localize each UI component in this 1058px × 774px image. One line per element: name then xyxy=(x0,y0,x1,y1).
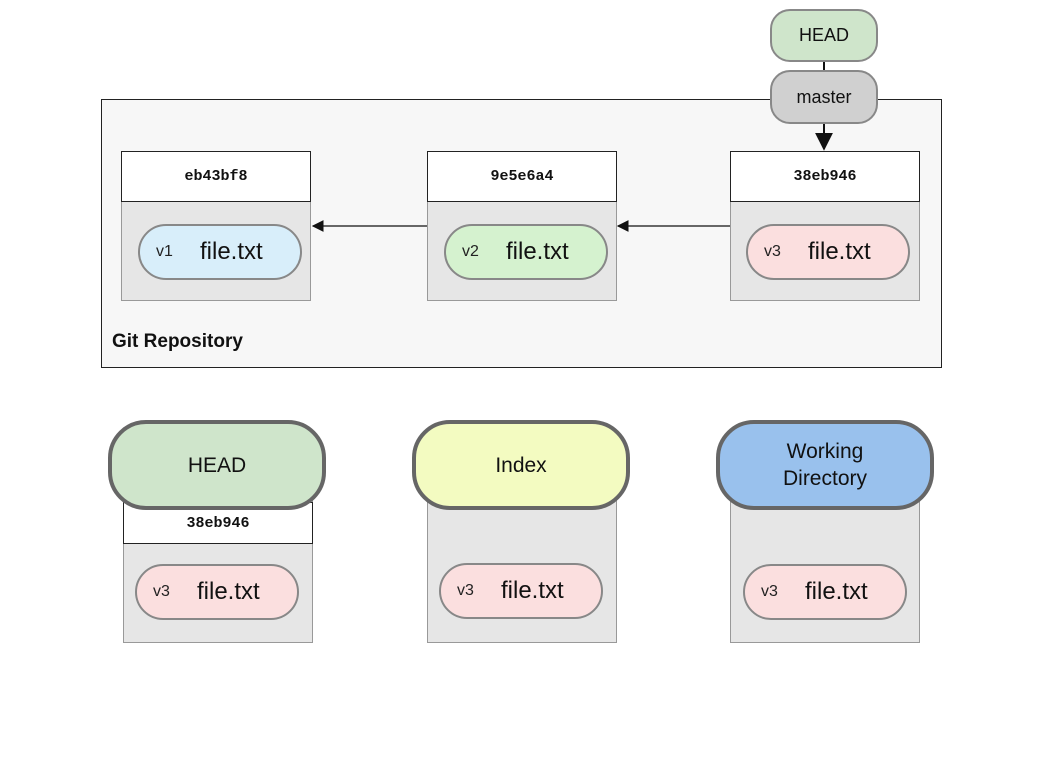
working-directory-tree-body: v3 file.txt xyxy=(730,493,920,643)
file-name: file.txt xyxy=(200,238,263,265)
file-pill: v1 file.txt xyxy=(138,224,302,280)
index-tree-body: v3 file.txt xyxy=(427,493,617,643)
working-directory-tree-title: Working Directory xyxy=(716,420,934,510)
file-version: v3 xyxy=(153,583,170,600)
file-pill: v3 file.txt xyxy=(439,563,603,619)
file-pill: v3 file.txt xyxy=(743,564,907,620)
file-version: v2 xyxy=(462,243,479,260)
file-version: v3 xyxy=(761,583,778,600)
file-version: v3 xyxy=(457,582,474,599)
commit-hash: 9e5e6a4 xyxy=(427,151,617,202)
file-name: file.txt xyxy=(197,578,260,605)
commit-box: 38eb946 v3 file.txt xyxy=(730,151,920,301)
file-name: file.txt xyxy=(501,577,564,604)
file-pill: v2 file.txt xyxy=(444,224,608,280)
file-pill: v3 file.txt xyxy=(135,564,299,620)
commit-hash: eb43bf8 xyxy=(121,151,311,202)
file-version: v1 xyxy=(156,243,173,260)
file-name: file.txt xyxy=(805,578,868,605)
head-tree-body: 38eb946 v3 file.txt xyxy=(123,493,313,643)
head-ref: HEAD xyxy=(770,9,878,62)
commit-hash: 38eb946 xyxy=(730,151,920,202)
file-version: v3 xyxy=(764,243,781,260)
file-name: file.txt xyxy=(808,238,871,265)
master-branch-ref: master xyxy=(770,70,878,124)
head-tree-title: HEAD xyxy=(108,420,326,510)
file-name: file.txt xyxy=(506,238,569,265)
commit-box: 9e5e6a4 v2 file.txt xyxy=(427,151,617,301)
git-repository-label: Git Repository xyxy=(112,331,243,352)
index-tree-title: Index xyxy=(412,420,630,510)
file-pill: v3 file.txt xyxy=(746,224,910,280)
commit-box: eb43bf8 v1 file.txt xyxy=(121,151,311,301)
